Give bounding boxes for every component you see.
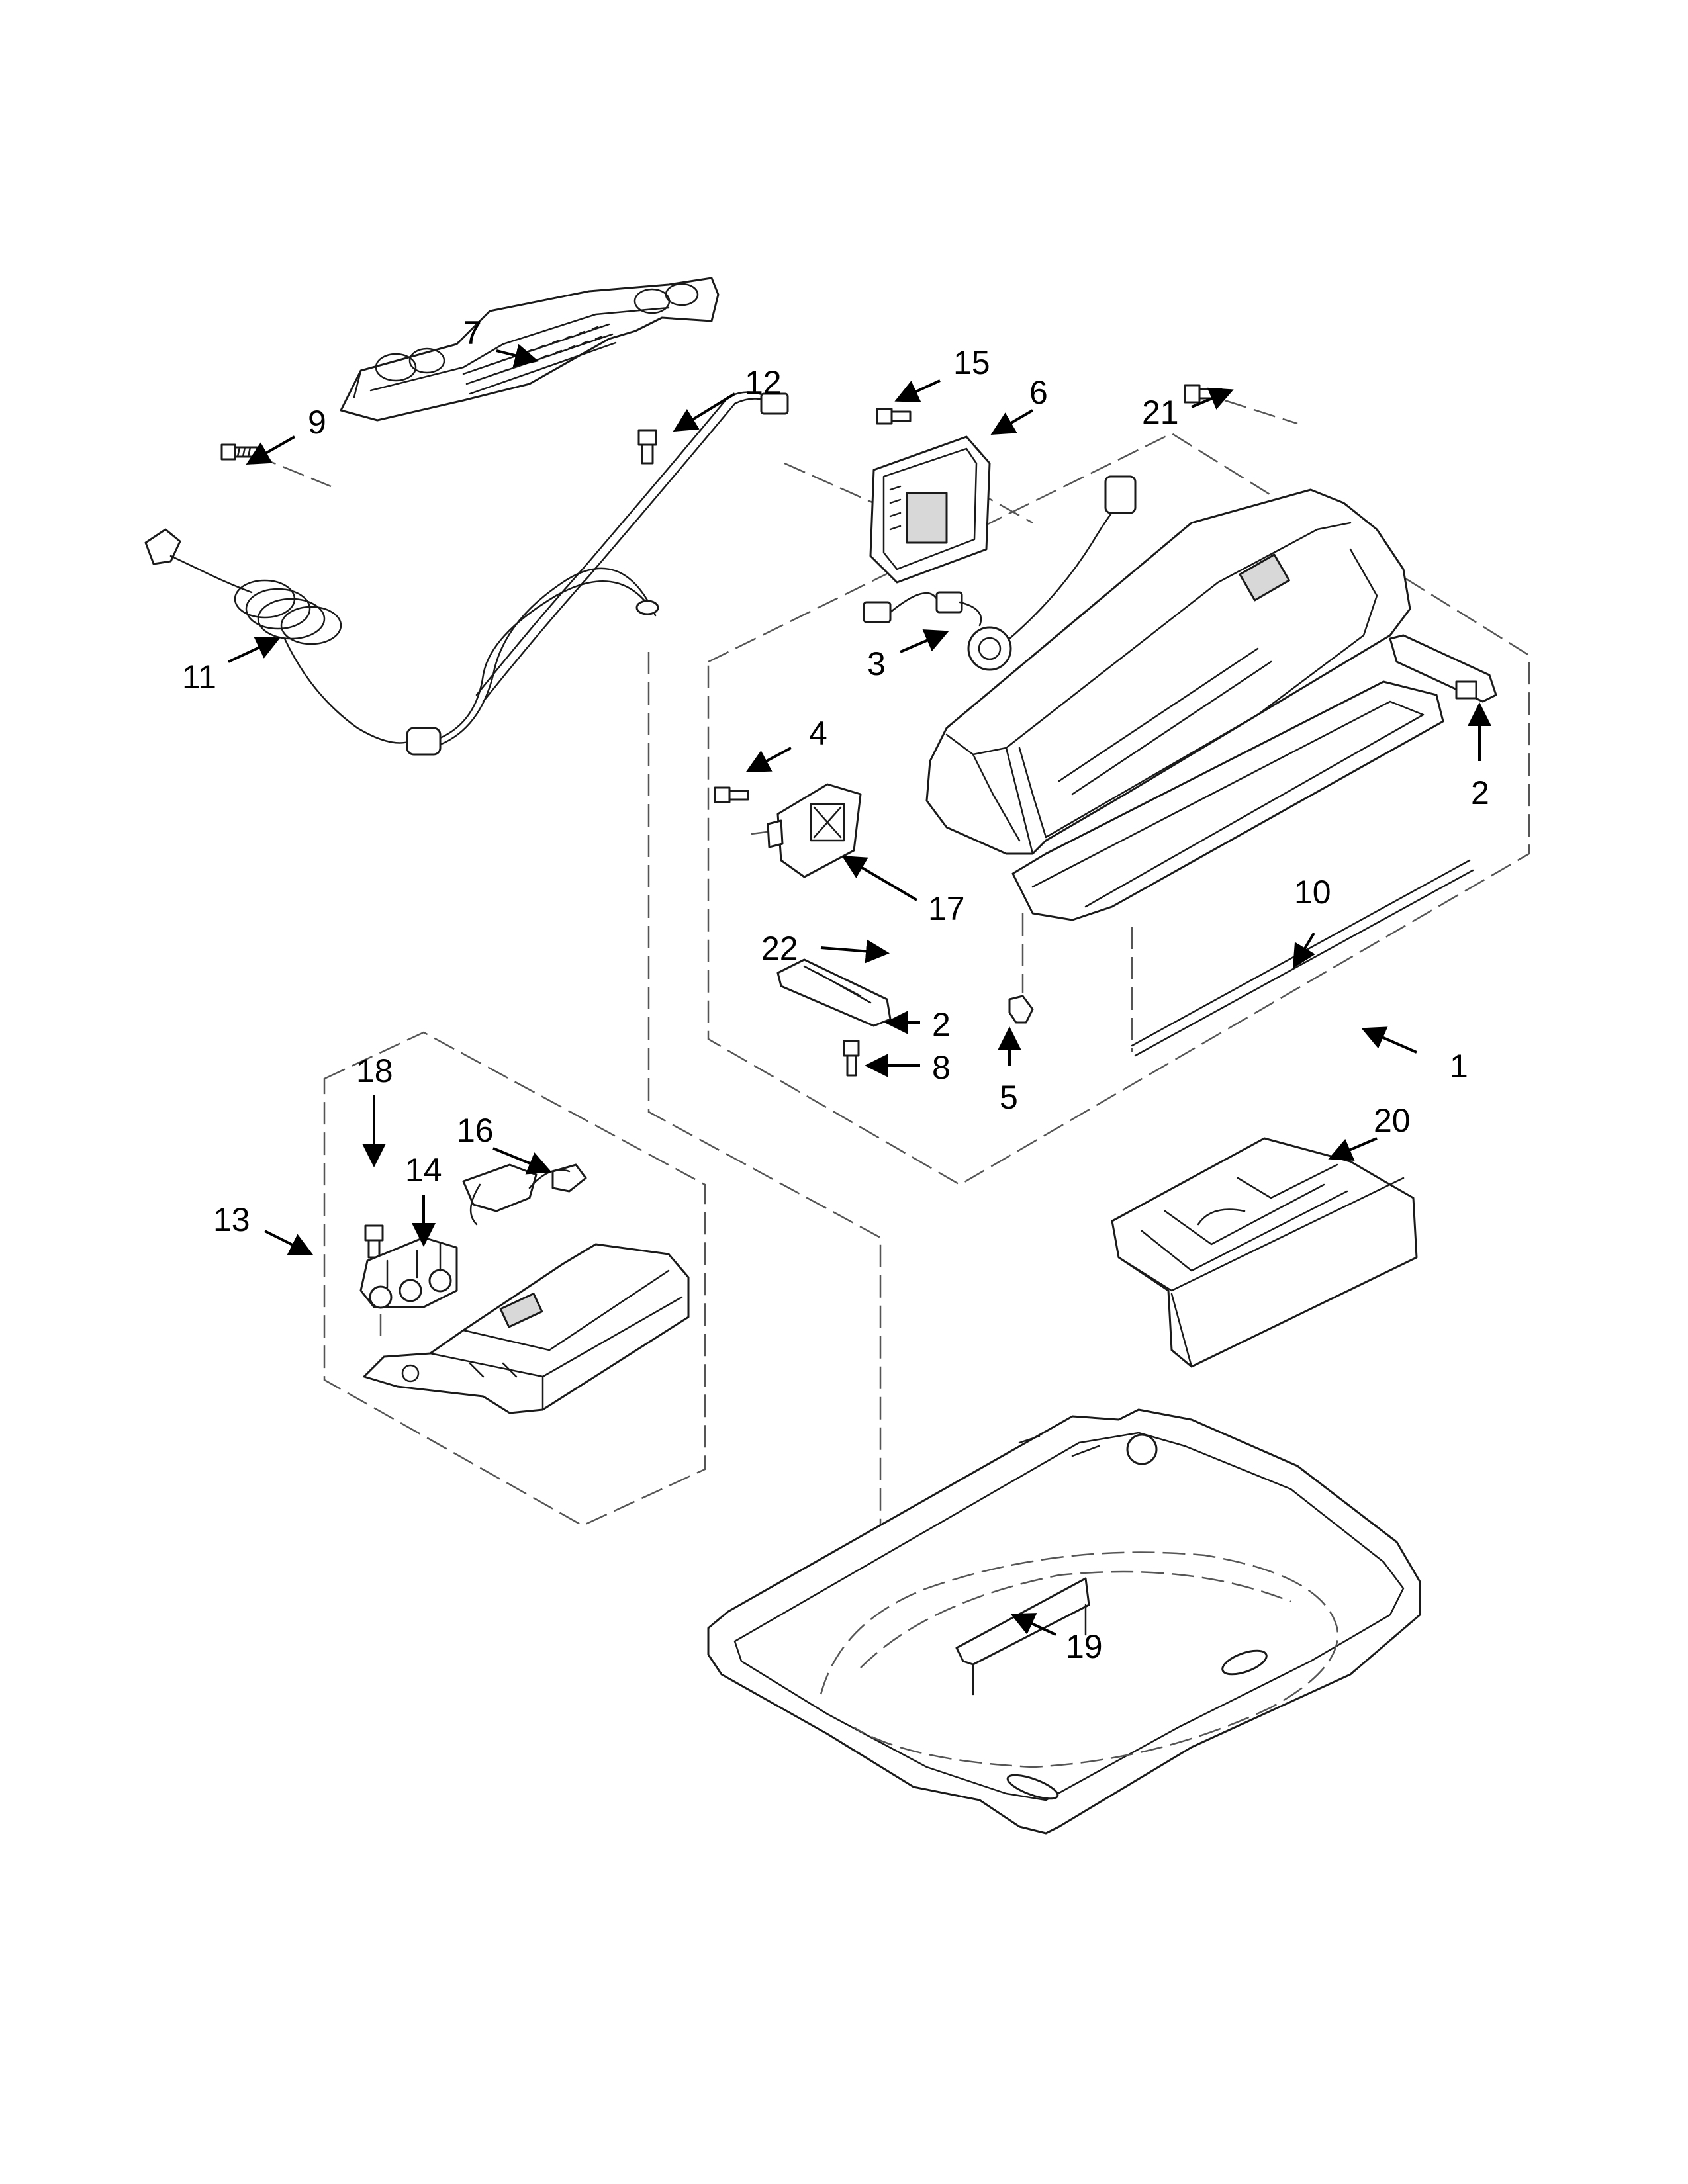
callout-9: 9 <box>308 404 326 441</box>
callout-22: 22 <box>761 930 798 967</box>
arrow-6 <box>990 409 1034 435</box>
callout-6: 6 <box>1029 374 1048 411</box>
callout-20: 20 <box>1374 1102 1411 1139</box>
callout-7: 7 <box>463 314 482 351</box>
callout-21: 21 <box>1142 394 1179 431</box>
arrow-21 <box>1191 387 1234 410</box>
part-5-clip <box>1008 995 1034 1024</box>
arrow-19 <box>1010 1613 1056 1636</box>
callout-4: 4 <box>809 715 827 752</box>
callout-18: 18 <box>356 1052 393 1089</box>
part-11-power-cord <box>144 391 789 756</box>
callout-17: 17 <box>928 890 965 927</box>
console-assembly-outline <box>707 432 1530 1186</box>
arrow-11 <box>228 637 281 663</box>
arrow-9 <box>246 435 295 465</box>
part-9-screw <box>220 443 258 461</box>
part-13-dispenser-housing <box>363 1243 690 1414</box>
dispenser-assembly-outline <box>323 1031 706 1527</box>
part-15-screw <box>876 408 912 425</box>
callout-3: 3 <box>867 645 886 682</box>
callout-10: 10 <box>1294 874 1331 911</box>
arrow-3 <box>900 629 949 653</box>
part-21-screw <box>1184 384 1223 404</box>
arrow-15 <box>894 379 941 402</box>
arrow-17 <box>841 855 918 901</box>
arrow-13 <box>264 1230 314 1255</box>
callout-8: 8 <box>932 1049 951 1086</box>
arrow-10 <box>1292 932 1315 969</box>
callout-1: 1 <box>1450 1048 1468 1085</box>
callout-12: 12 <box>745 364 782 401</box>
part-3-lid-switch-harness <box>863 475 1137 671</box>
callout-13: 13 <box>213 1201 250 1238</box>
arrow-22 <box>820 939 890 964</box>
part-7-console-back-panel <box>340 277 720 422</box>
part-1-console-housing <box>925 488 1411 855</box>
callout-5: 5 <box>1000 1079 1018 1116</box>
arrow-16 <box>492 1147 552 1175</box>
part-16-wire-harness <box>462 1163 587 1226</box>
assembly-outlines <box>323 432 1530 1527</box>
callout-14: 14 <box>405 1152 442 1189</box>
arrow-20 <box>1328 1137 1378 1161</box>
callout-19: 19 <box>1066 1628 1103 1665</box>
part-2-hinge-left <box>776 958 892 1027</box>
part-18-screw <box>364 1224 384 1259</box>
callout-15: 15 <box>953 344 990 381</box>
callout-16: 16 <box>457 1112 494 1149</box>
part-2-hinge-right <box>1389 634 1497 703</box>
part-4-screw <box>714 786 749 803</box>
callout-2-upper: 2 <box>1471 774 1489 811</box>
part-top-panel <box>707 1408 1421 1835</box>
part-14-water-valve <box>359 1236 458 1309</box>
callout-labels: 1 2 2 3 4 5 6 7 8 9 10 11 12 13 14 15 16… <box>182 314 1489 1665</box>
arrow-7 <box>496 343 539 367</box>
part-8-screw <box>843 1040 860 1077</box>
arrow-1 <box>1361 1026 1417 1054</box>
part-20-dispenser-drawer <box>1111 1137 1418 1368</box>
arrow-12 <box>673 392 736 432</box>
part-12-ground-screw <box>635 429 659 615</box>
callout-11: 11 <box>182 659 216 696</box>
part-17-module <box>767 783 862 878</box>
callout-2-lower: 2 <box>932 1006 951 1043</box>
callout-arrows <box>228 343 1491 1636</box>
part-6-control-board <box>869 435 991 584</box>
arrow-4 <box>745 747 792 772</box>
